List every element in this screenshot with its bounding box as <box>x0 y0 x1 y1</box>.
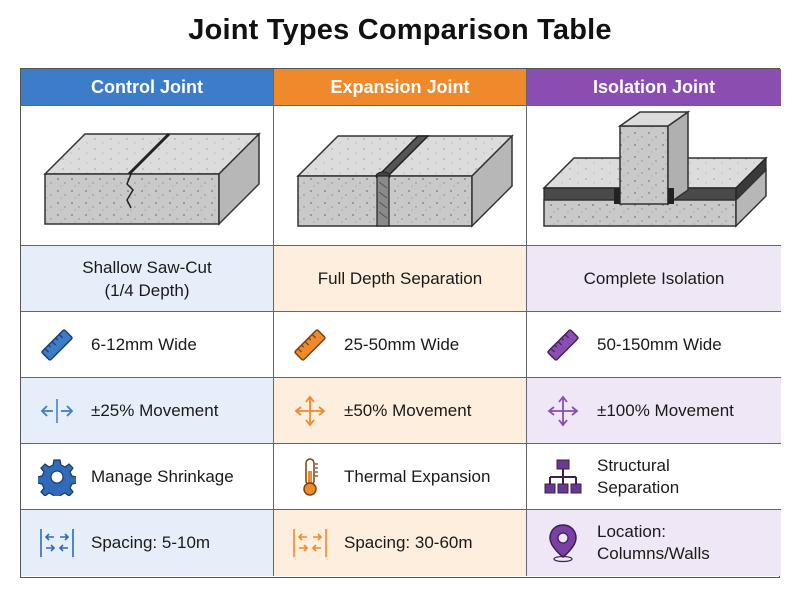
control-width-text: 6-12mm Wide <box>91 334 197 354</box>
isolation-purpose-cell: Structural Separation <box>527 444 781 510</box>
concrete-slab-filler-icon <box>296 133 514 228</box>
isolation-location-line1: Location: <box>597 522 666 541</box>
isolation-joint-illustration <box>527 106 781 246</box>
column-isolation-icon <box>542 110 768 228</box>
control-width-cell: 6-12mm Wide <box>21 312 274 378</box>
header-expansion-joint: Expansion Joint <box>274 69 527 106</box>
expansion-spacing-cell: Spacing: 30-60m <box>274 510 527 576</box>
hierarchy-icon <box>541 457 585 497</box>
expansion-depth-text: Full Depth Separation <box>317 269 483 288</box>
isolation-location-line2: Columns/Walls <box>597 544 710 563</box>
isolation-purpose-line1: Structural <box>597 455 670 475</box>
isolation-width-cell: 50-150mm Wide <box>527 312 781 378</box>
expansion-joint-illustration <box>274 106 527 246</box>
ruler-icon <box>541 325 585 365</box>
control-spacing-cell: Spacing: 5-10m <box>21 510 274 576</box>
expansion-purpose-cell: Thermal Expansion <box>274 444 527 510</box>
isolation-depth-cell: Complete Isolation <box>527 246 781 312</box>
control-spacing-text: Spacing: 5-10m <box>91 533 211 552</box>
control-movement-text: ±25% Movement <box>91 400 219 420</box>
control-purpose-cell: Manage Shrinkage <box>21 444 274 510</box>
gear-icon <box>35 457 79 497</box>
expansion-spacing-text: Spacing: 30-60m <box>344 533 473 552</box>
four-way-arrows-icon <box>541 391 585 431</box>
thermometer-icon <box>288 457 332 497</box>
isolation-movement-text: ±100% Movement <box>597 400 734 420</box>
spacing-arrows-icon <box>288 523 332 563</box>
expansion-movement-cell: ±50% Movement <box>274 378 527 444</box>
concrete-slab-crack-icon <box>43 131 261 226</box>
control-depth-cell: Shallow Saw-Cut (1/4 Depth) <box>21 246 274 312</box>
isolation-depth-text: Complete Isolation <box>583 269 725 288</box>
spacing-arrows-icon <box>35 523 79 563</box>
comparison-table: Control Joint Expansion Joint Isolation … <box>20 68 781 578</box>
ruler-icon <box>35 325 79 365</box>
header-isolation-joint: Isolation Joint <box>527 69 781 106</box>
control-depth-line2: (1/4 Depth) <box>104 280 190 300</box>
ruler-icon <box>288 325 332 365</box>
header-control-joint: Control Joint <box>21 69 274 106</box>
isolation-movement-cell: ±100% Movement <box>527 378 781 444</box>
isolation-width-text: 50-150mm Wide <box>597 334 722 354</box>
horizontal-arrows-icon <box>35 391 79 431</box>
expansion-width-cell: 25-50mm Wide <box>274 312 527 378</box>
isolation-location-cell: Location: Columns/Walls <box>527 510 781 576</box>
expansion-movement-text: ±50% Movement <box>344 400 472 420</box>
four-way-arrows-icon <box>288 391 332 431</box>
isolation-purpose-line2: Separation <box>597 477 680 497</box>
control-joint-illustration <box>21 106 274 246</box>
control-purpose-text: Manage Shrinkage <box>91 466 234 486</box>
control-movement-cell: ±25% Movement <box>21 378 274 444</box>
control-depth-line1: Shallow Saw-Cut <box>82 257 212 277</box>
page-title: Joint Types Comparison Table <box>188 14 612 46</box>
location-pin-icon <box>541 523 585 563</box>
expansion-width-text: 25-50mm Wide <box>344 334 460 354</box>
expansion-purpose-text: Thermal Expansion <box>344 466 491 486</box>
expansion-depth-cell: Full Depth Separation <box>274 246 527 312</box>
